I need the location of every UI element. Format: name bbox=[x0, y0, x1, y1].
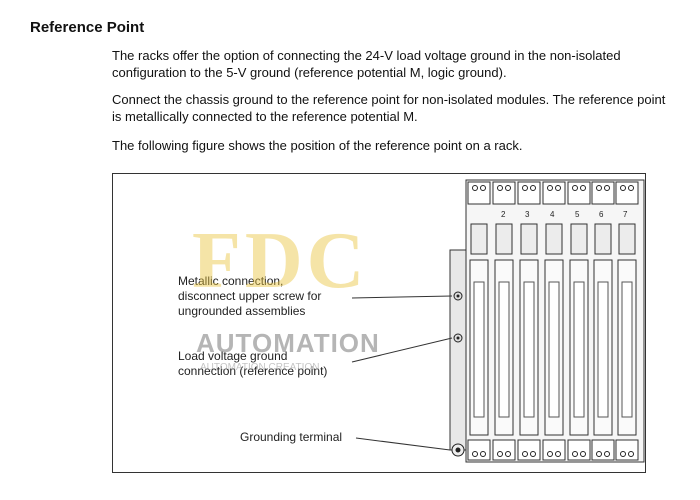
slot-screw bbox=[604, 185, 610, 191]
slot-screw bbox=[604, 451, 610, 457]
slot-bottom-block bbox=[567, 439, 591, 461]
slot-module-window bbox=[473, 281, 485, 418]
slot-top-block bbox=[517, 181, 541, 205]
slot-screw bbox=[572, 451, 578, 457]
callout-line: ungrounded assemblies bbox=[178, 304, 306, 318]
slot-screw bbox=[620, 185, 626, 191]
slot-number: 7 bbox=[623, 210, 628, 219]
slot-module-window bbox=[597, 281, 609, 418]
slot-number: 6 bbox=[599, 210, 604, 219]
paragraph-chassis-ground: Connect the chassis ground to the refere… bbox=[112, 92, 666, 124]
slot-bottom-block bbox=[517, 439, 541, 461]
slot-screw bbox=[472, 451, 478, 457]
slot-top-block bbox=[567, 181, 591, 205]
slot-screw bbox=[522, 185, 528, 191]
section-heading: Reference Point bbox=[30, 19, 145, 36]
slot-screw bbox=[505, 451, 511, 457]
slot-top-block bbox=[615, 181, 639, 205]
slot-screw bbox=[547, 185, 553, 191]
slot-screw bbox=[505, 185, 511, 191]
grounding-terminal-inner bbox=[455, 447, 461, 453]
slot-screw bbox=[580, 185, 586, 191]
slot-module-window bbox=[548, 281, 560, 418]
slot-screw bbox=[596, 185, 602, 191]
leader-metallic bbox=[351, 295, 453, 299]
slot-screw bbox=[596, 451, 602, 457]
paragraph-figure-intro: The following figure shows the position … bbox=[112, 138, 523, 153]
slot-bus-connector bbox=[594, 223, 612, 255]
slot-screw bbox=[522, 451, 528, 457]
slot-top-block bbox=[542, 181, 566, 205]
slot-number: 4 bbox=[550, 210, 555, 219]
slot-bottom-block bbox=[615, 439, 639, 461]
slot-screw bbox=[555, 185, 561, 191]
slot-screw bbox=[572, 185, 578, 191]
slot-bottom-block bbox=[542, 439, 566, 461]
slot-screw bbox=[547, 451, 553, 457]
reference-point-inner bbox=[456, 336, 460, 340]
slot-bus-connector bbox=[570, 223, 588, 255]
leader-load bbox=[351, 337, 453, 363]
callout-load-voltage: Load voltage ground connection (referenc… bbox=[178, 349, 327, 379]
slot-module-window bbox=[523, 281, 535, 418]
slot-top-block bbox=[467, 181, 491, 205]
rack-figure-frame bbox=[112, 173, 646, 473]
slot-number: 3 bbox=[525, 210, 530, 219]
slot-screw bbox=[497, 451, 503, 457]
slot-screw bbox=[472, 185, 478, 191]
slot-screw bbox=[530, 185, 536, 191]
slot-screw bbox=[480, 185, 486, 191]
slot-top-block bbox=[492, 181, 516, 205]
paragraph-load-voltage: The racks offer the option of connecting… bbox=[112, 48, 621, 80]
callout-metallic-connection: Metallic connection, disconnect upper sc… bbox=[178, 274, 321, 319]
slot-top-block bbox=[591, 181, 615, 205]
slot-module-window bbox=[621, 281, 633, 418]
slot-bus-connector bbox=[495, 223, 513, 255]
slot-bottom-block bbox=[492, 439, 516, 461]
callout-grounding-terminal: Grounding terminal bbox=[240, 430, 343, 444]
slot-screw bbox=[530, 451, 536, 457]
callout-line: connection (reference point) bbox=[178, 364, 328, 378]
leader-grounding bbox=[355, 437, 451, 451]
slot-number: 2 bbox=[501, 210, 506, 219]
rack-left-rail bbox=[449, 249, 467, 451]
slot-bus-connector bbox=[545, 223, 563, 255]
slot-module-window bbox=[498, 281, 510, 418]
slot-screw bbox=[497, 185, 503, 191]
callout-line: Load voltage ground bbox=[178, 349, 288, 363]
slot-screw bbox=[620, 451, 626, 457]
slot-bottom-block bbox=[467, 439, 491, 461]
slot-screw bbox=[580, 451, 586, 457]
slot-bottom-block bbox=[591, 439, 615, 461]
callout-line: disconnect upper screw for bbox=[178, 289, 322, 303]
slot-bus-connector bbox=[618, 223, 636, 255]
slot-screw bbox=[555, 451, 561, 457]
slot-bus-connector bbox=[470, 223, 488, 255]
upper-screw-inner bbox=[456, 294, 460, 298]
slot-number: 5 bbox=[575, 210, 580, 219]
callout-line: Metallic connection, bbox=[178, 274, 284, 288]
slot-bus-connector bbox=[520, 223, 538, 255]
rack-slots bbox=[467, 181, 639, 461]
slot-screw bbox=[628, 451, 634, 457]
slot-screw bbox=[628, 185, 634, 191]
slot-screw bbox=[480, 451, 486, 457]
slot-module-window bbox=[573, 281, 585, 418]
